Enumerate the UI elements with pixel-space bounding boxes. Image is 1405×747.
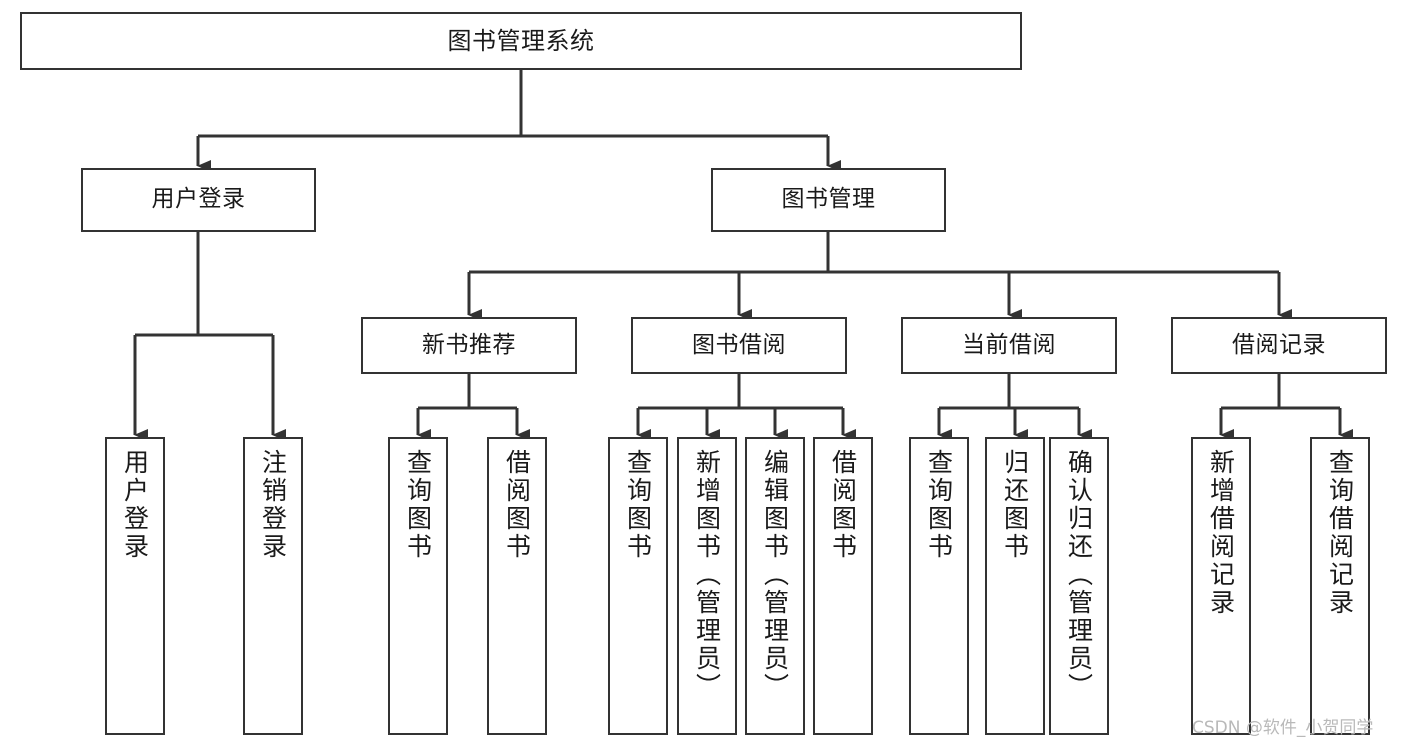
- node-new-book-recommend-label: 新书推荐: [422, 331, 516, 358]
- node-user-login-label: 用户登录: [151, 186, 246, 213]
- node-book-manage-label: 图书管理: [781, 186, 876, 213]
- node-user-login[interactable]: 用户登录: [81, 168, 316, 232]
- leaf-query-book-cur-label: 查询图书: [924, 449, 954, 561]
- node-new-book-recommend[interactable]: 新书推荐: [361, 317, 577, 374]
- leaf-return-book-label: 归还图书: [1000, 449, 1030, 561]
- leaf-query-book-rec[interactable]: 查询图书: [388, 437, 448, 735]
- leaf-add-book[interactable]: 新增图书（管理员）: [677, 437, 737, 735]
- leaf-edit-book[interactable]: 编辑图书（管理员）: [745, 437, 805, 735]
- leaf-add-borrow-record[interactable]: 新增借阅记录: [1191, 437, 1251, 735]
- leaf-query-book-rec-label: 查询图书: [403, 449, 433, 561]
- leaf-borrow-book-rec-label: 借阅图书: [502, 449, 532, 561]
- leaf-edit-book-label: 编辑图书（管理员）: [760, 449, 790, 701]
- leaf-borrow-book-rec[interactable]: 借阅图书: [487, 437, 547, 735]
- node-root[interactable]: 图书管理系统: [20, 12, 1022, 70]
- leaf-query-borrow-record-label: 查询借阅记录: [1325, 449, 1355, 617]
- leaf-query-book-borrow[interactable]: 查询图书: [608, 437, 668, 735]
- leaf-borrow-book[interactable]: 借阅图书: [813, 437, 873, 735]
- leaf-user-logout[interactable]: 注销登录: [243, 437, 303, 735]
- leaf-confirm-return[interactable]: 确认归还（管理员）: [1049, 437, 1109, 735]
- node-borrow-record[interactable]: 借阅记录: [1171, 317, 1387, 374]
- leaf-add-book-label: 新增图书（管理员）: [692, 449, 722, 701]
- node-current-borrow-label: 当前借阅: [962, 331, 1056, 358]
- node-book-borrow[interactable]: 图书借阅: [631, 317, 847, 374]
- node-book-manage[interactable]: 图书管理: [711, 168, 946, 232]
- leaf-query-book-cur[interactable]: 查询图书: [909, 437, 969, 735]
- watermark-credit: CSDN @软件_小贺同学: [1192, 718, 1374, 738]
- node-current-borrow[interactable]: 当前借阅: [901, 317, 1117, 374]
- leaf-return-book[interactable]: 归还图书: [985, 437, 1045, 735]
- node-root-label: 图书管理系统: [447, 26, 595, 55]
- leaf-user-login-label: 用户登录: [120, 449, 150, 561]
- leaf-confirm-return-label: 确认归还（管理员）: [1064, 449, 1094, 701]
- leaf-borrow-book-label: 借阅图书: [828, 449, 858, 561]
- leaf-query-book-borrow-label: 查询图书: [623, 449, 653, 561]
- node-book-borrow-label: 图书借阅: [692, 331, 786, 358]
- leaf-user-login[interactable]: 用户登录: [105, 437, 165, 735]
- leaf-user-logout-label: 注销登录: [258, 449, 288, 561]
- node-borrow-record-label: 借阅记录: [1232, 331, 1326, 358]
- leaf-query-borrow-record[interactable]: 查询借阅记录: [1310, 437, 1370, 735]
- leaf-add-borrow-record-label: 新增借阅记录: [1206, 449, 1236, 617]
